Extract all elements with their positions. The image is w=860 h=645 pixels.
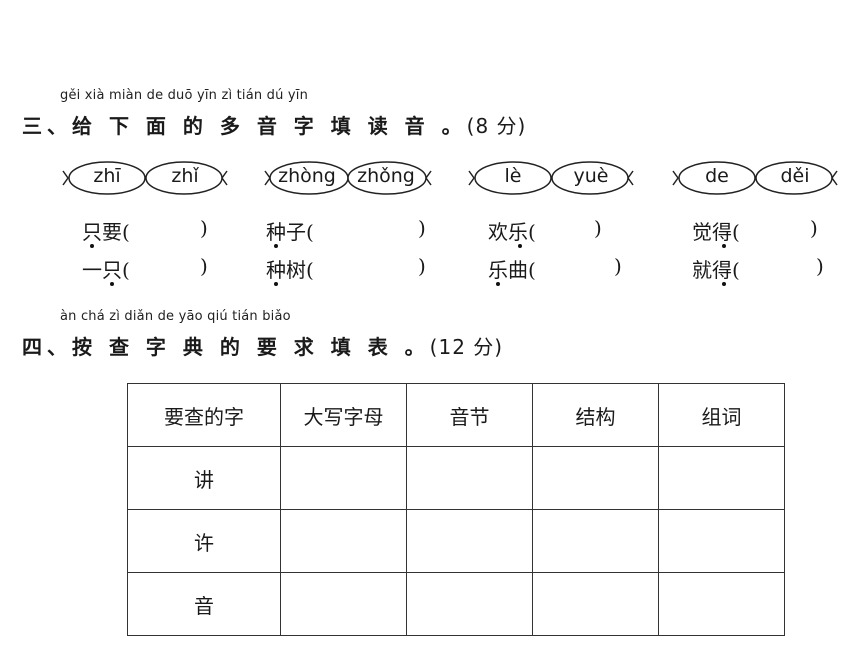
reading-dei: děi bbox=[780, 165, 810, 187]
header-char: 要查的字 bbox=[127, 383, 281, 447]
word-item: 乐曲( ) bbox=[488, 254, 638, 292]
close-paren: ) bbox=[418, 254, 426, 278]
emphasis-dot bbox=[274, 244, 278, 248]
emphasis-dot bbox=[518, 244, 522, 248]
word-text: 种树( bbox=[266, 258, 314, 282]
group-le-words: 欢乐( ) 乐曲( ) bbox=[488, 216, 638, 292]
answer-cell[interactable] bbox=[280, 509, 407, 573]
close-paren: ) bbox=[816, 254, 824, 278]
row-char: 音 bbox=[127, 572, 281, 636]
rope-de: de děi bbox=[670, 150, 840, 206]
rope-de-shape bbox=[672, 161, 838, 195]
answer-cell[interactable] bbox=[406, 509, 533, 573]
word-item: 觉得( ) bbox=[692, 216, 842, 254]
reading-zhong4: zhòng bbox=[278, 165, 336, 187]
word-item: 只要( ) bbox=[82, 216, 222, 254]
table-header-row: 要查的字 大写字母 音节 结构 组词 bbox=[127, 383, 785, 447]
answer-cell[interactable] bbox=[280, 446, 407, 510]
section4-pinyin: àn chá zì diǎn de yāo qiú tián biǎo bbox=[60, 309, 291, 324]
emphasis-dot bbox=[722, 282, 726, 286]
header-syllable: 音节 bbox=[406, 383, 533, 447]
rope-zhi-shape bbox=[62, 161, 228, 195]
answer-cell[interactable] bbox=[532, 509, 659, 573]
emphasis-dot bbox=[110, 282, 114, 286]
reading-yue: yuè bbox=[573, 165, 609, 187]
group-zhong-words: 种子( ) 种树( ) bbox=[266, 216, 436, 292]
reading-zhi1: zhī bbox=[93, 165, 121, 187]
word-item: 一只( ) bbox=[82, 254, 222, 292]
reading-le: lè bbox=[504, 165, 522, 187]
close-paren: ) bbox=[418, 216, 426, 240]
section3-title: 三、给 下 面 的 多 音 字 填 读 音 。 bbox=[22, 114, 467, 138]
word-text: 欢乐( bbox=[488, 220, 536, 244]
answer-cell[interactable] bbox=[280, 572, 407, 636]
section3-pinyin: gěi xià miàn de duō yīn zì tián dú yīn bbox=[60, 88, 309, 103]
word-text: 觉得( bbox=[692, 220, 740, 244]
rope-zhong: zhòng zhǒng bbox=[262, 150, 434, 206]
answer-cell[interactable] bbox=[658, 446, 785, 510]
table-row: 许 bbox=[127, 509, 785, 573]
close-paren: ) bbox=[810, 216, 818, 240]
emphasis-dot bbox=[722, 244, 726, 248]
rope-zhi: zhī zhǐ bbox=[60, 150, 230, 206]
section3-score: (8 分) bbox=[466, 114, 527, 138]
word-text: 种子( bbox=[266, 220, 314, 244]
header-structure: 结构 bbox=[532, 383, 659, 447]
emphasis-dot bbox=[496, 282, 500, 286]
word-item: 就得( ) bbox=[692, 254, 842, 292]
emphasis-dot bbox=[274, 282, 278, 286]
answer-cell[interactable] bbox=[658, 572, 785, 636]
word-text: 就得( bbox=[692, 258, 740, 282]
reading-zhi3: zhǐ bbox=[171, 165, 199, 187]
section3-heading: 三、给 下 面 的 多 音 字 填 读 音 。(8 分) bbox=[22, 110, 526, 139]
row-char: 许 bbox=[127, 509, 281, 573]
word-item: 欢乐( ) bbox=[488, 216, 638, 254]
row-char: 讲 bbox=[127, 446, 281, 510]
word-text: 乐曲( bbox=[488, 258, 536, 282]
header-capital: 大写字母 bbox=[280, 383, 407, 447]
close-paren: ) bbox=[200, 254, 208, 278]
answer-cell[interactable] bbox=[406, 446, 533, 510]
section4-heading: 四、按 查 字 典 的 要 求 填 表 。(12 分) bbox=[22, 331, 503, 360]
close-paren: ) bbox=[594, 216, 602, 240]
rope-le-shape bbox=[468, 161, 634, 195]
group-de-words: 觉得( ) 就得( ) bbox=[692, 216, 842, 292]
dictionary-table: 要查的字 大写字母 音节 结构 组词 讲 许 音 bbox=[127, 383, 785, 636]
table-row: 音 bbox=[127, 572, 785, 636]
answer-cell[interactable] bbox=[406, 572, 533, 636]
reading-zhong3: zhǒng bbox=[357, 165, 415, 187]
table-row: 讲 bbox=[127, 446, 785, 510]
emphasis-dot bbox=[90, 244, 94, 248]
word-item: 种树( ) bbox=[266, 254, 436, 292]
close-paren: ) bbox=[200, 216, 208, 240]
rope-le: lè yuè bbox=[466, 150, 636, 206]
word-text: 一只( bbox=[82, 258, 130, 282]
rope-zhong-shape bbox=[264, 161, 432, 195]
word-item: 种子( ) bbox=[266, 216, 436, 254]
section4-score: (12 分) bbox=[429, 335, 504, 359]
section4-title: 四、按 查 字 典 的 要 求 填 表 。 bbox=[22, 335, 430, 359]
group-zhi-words: 只要( ) 一只( ) bbox=[82, 216, 222, 292]
answer-cell[interactable] bbox=[532, 446, 659, 510]
answer-cell[interactable] bbox=[658, 509, 785, 573]
reading-de: de bbox=[705, 165, 729, 187]
answer-cell[interactable] bbox=[532, 572, 659, 636]
header-words: 组词 bbox=[658, 383, 785, 447]
close-paren: ) bbox=[614, 254, 622, 278]
word-text: 只要( bbox=[82, 220, 130, 244]
